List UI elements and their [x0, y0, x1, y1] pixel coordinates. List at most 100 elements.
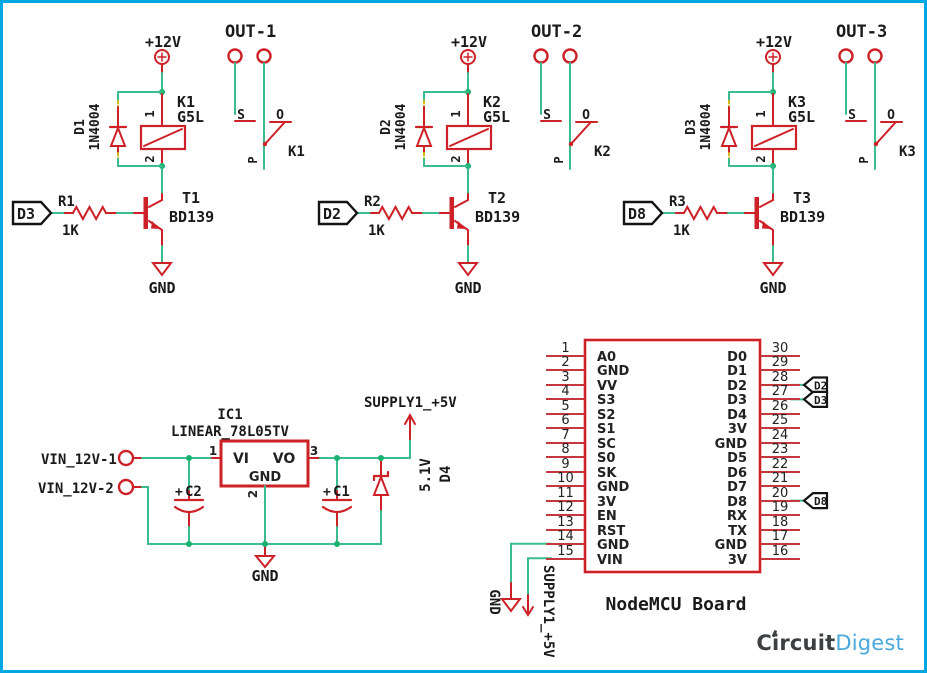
junction-dot	[378, 455, 384, 461]
gnd-label: GND	[454, 279, 481, 297]
nodemcu-pin-row: 11 3V	[546, 487, 629, 509]
nodemcu-pin-row: 13 RST	[546, 516, 629, 538]
pin-label: VV	[597, 378, 618, 394]
relay-driver-circuit-2: +12V OUT-2 K2 G5L 1 2 D2 1N4004 T2 BD139…	[323, 22, 611, 297]
transistor-ref: T2	[488, 189, 506, 207]
cap1-plus: +	[323, 485, 331, 500]
pin-number: 27	[760, 385, 800, 401]
logo-part2: Digest	[835, 631, 904, 655]
pin-number: 15	[546, 545, 585, 560]
net-tag-d3: D3	[814, 394, 827, 407]
resistor-ref: R2	[364, 194, 381, 210]
nodemcu-pin-row: 8 S0	[546, 443, 629, 465]
relay-pin2: 2	[143, 155, 157, 162]
relay-part: G5L	[177, 108, 204, 126]
net-tag-d8: D8	[814, 495, 827, 508]
pin-label: S3	[597, 393, 616, 409]
pin-label: TX	[728, 523, 747, 539]
pin-number: 17	[760, 530, 800, 546]
nodemcu-pin-row: 9 SK	[546, 458, 629, 480]
pin-number: 25	[760, 414, 800, 430]
pin-number: 12	[546, 501, 585, 517]
pin-number: 18	[760, 516, 800, 531]
nodemcu-pin-row: 2 GND	[546, 356, 629, 378]
nodemcu-board: D2 D3 D8 GND SUPPLY1_+5V NodeMCU Board	[486, 338, 829, 658]
relay-pin2: 2	[449, 155, 463, 162]
zener-value: 5.1V	[418, 458, 434, 492]
nodemcu-pin-row: 1 A0	[546, 342, 629, 364]
resistor-value: 1K	[62, 223, 79, 239]
relay-pin1: 1	[449, 110, 463, 117]
cap1-ref: C1	[333, 484, 350, 500]
switch-ref: K2	[594, 144, 611, 160]
relay-pin1: 1	[143, 110, 157, 117]
pin-number: 24	[760, 429, 800, 444]
nodemcu-pin-row: D5 23	[693, 443, 800, 465]
resistor-ref: R3	[669, 194, 686, 210]
pin-number: 26	[760, 400, 800, 415]
nodemcu-pin-row: TX 18	[693, 516, 800, 538]
ic-pin3: 3	[310, 444, 318, 458]
logo-part1: Circuit	[756, 629, 836, 655]
zener-ref: D4	[438, 466, 454, 483]
diode-part: 1N4004	[394, 103, 409, 150]
pin-number: 21	[760, 472, 800, 488]
nodemcu-pin-row: D4 26	[693, 400, 800, 422]
pin-label: GND	[714, 436, 747, 452]
ic-gnd-label: GND	[249, 470, 282, 485]
supply-label: +12V	[756, 33, 792, 51]
pin-label: A0	[597, 349, 617, 365]
transistor-part: BD139	[780, 208, 825, 226]
pin-label: D5	[727, 451, 747, 467]
vin2-label: VIN_12V-2	[38, 481, 114, 497]
nodemcu-pin-row: 10 GND	[546, 472, 629, 494]
regulator-circuit: IC1 LINEAR_78L05TV 1 3 2 VI VO GND VIN_1…	[38, 395, 457, 585]
pin-label: D7	[727, 480, 747, 496]
nodemcu-pin-row: 5 S2	[546, 400, 629, 422]
net-tag-shape	[802, 376, 829, 394]
pin-number: 22	[760, 458, 800, 473]
ic-part: LINEAR_78L05TV	[171, 424, 290, 440]
pin-label: EN	[597, 509, 617, 525]
nodemcu-pin-row: 4 S3	[546, 385, 629, 407]
pin-number: 19	[760, 501, 800, 517]
pin-label: D2	[727, 378, 747, 394]
relay-part: G5L	[788, 108, 815, 126]
nodemcu-pin-row: D6 22	[693, 458, 800, 480]
pin-label: GND	[597, 538, 630, 554]
relay-ref: K3	[788, 93, 806, 111]
nodemcu-pin-row: 6 S1	[546, 414, 629, 436]
supply-arrow-up	[404, 412, 416, 440]
pin-label: S2	[597, 407, 616, 423]
supply-vertical-label: SUPPLY1_+5V	[540, 565, 556, 658]
nodemcu-pin-row: 3V 25	[693, 414, 800, 436]
pin-label: RX	[726, 509, 747, 525]
terminal-s: S	[543, 108, 551, 123]
pin-number: 30	[760, 342, 800, 357]
pin-label: 3V	[727, 552, 747, 568]
relay-pin1: 1	[754, 110, 768, 117]
terminal-s: S	[237, 108, 245, 123]
relay-driver-circuit-1: +12V OUT-1 K1 G5L 1 2 D1 1N4004 T1 BD139…	[17, 22, 305, 297]
transistor-part: BD139	[169, 208, 214, 226]
nodemcu-pin-row: D1 29	[693, 356, 800, 378]
ic-vi-label: VI	[233, 451, 249, 467]
pin-label: 3V	[597, 494, 617, 510]
transistor-ref: T3	[793, 189, 811, 207]
pin-label: GND	[597, 480, 630, 496]
pin-label: D1	[727, 364, 747, 380]
relay-ref: K1	[177, 93, 195, 111]
terminal-p: P	[857, 156, 871, 163]
terminal-p: P	[246, 156, 260, 163]
supply-5v-label: SUPPLY1_+5V	[364, 395, 457, 411]
schematic-canvas: +12V OUT-1 K1 G5L 1 2 D1 1N4004 T1 BD139…	[11, 22, 916, 658]
capacitor-c2-symbol	[173, 505, 205, 514]
pin-label: SC	[597, 436, 616, 452]
cap2-ref: C2	[185, 484, 202, 500]
terminal-s: S	[848, 108, 856, 123]
nodemcu-pin-row: D3 27	[693, 385, 800, 407]
vin1-label: VIN_12V-1	[41, 452, 117, 468]
pin-label: D3	[727, 393, 747, 409]
